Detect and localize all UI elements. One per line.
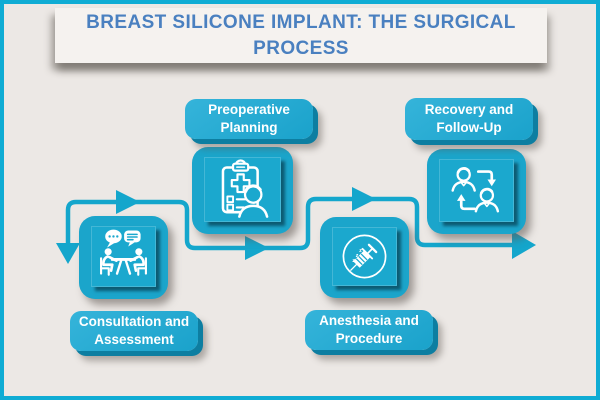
consultation-discussion-icon xyxy=(100,229,147,276)
step-label-anesthesia: Anesthesia and Procedure xyxy=(305,310,433,350)
icon-panel: z z z xyxy=(332,227,397,286)
step-tile-anesthesia: z z z xyxy=(320,217,409,298)
sleep-z-letter: z xyxy=(359,248,362,254)
step-label-preoperative: Preoperative Planning xyxy=(185,99,313,139)
flow-arrow-right-icon xyxy=(245,236,269,260)
step-label-consultation: Consultation and Assessment xyxy=(70,311,198,351)
step-label-line: Procedure xyxy=(335,331,403,346)
step-tile-consultation xyxy=(79,216,168,299)
step-label-recovery: Recovery and Follow-Up xyxy=(405,98,533,140)
icon-panel xyxy=(91,226,156,287)
sleep-z-letter: z xyxy=(352,258,355,264)
flow-arrow-right-icon xyxy=(352,187,376,211)
sleep-z-letter: z xyxy=(356,253,359,259)
step-tile-preoperative xyxy=(192,147,293,234)
flow-arrow-right-icon xyxy=(512,231,536,259)
patient-followup-cycle-icon xyxy=(451,167,500,213)
step-label-line: Anesthesia and xyxy=(319,313,419,328)
icon-panel xyxy=(204,157,281,222)
title-banner: BREAST SILICONE IMPLANT: THE SURGICAL PR… xyxy=(55,8,547,63)
icon-panel xyxy=(439,159,514,222)
page-title-line2: PROCESS xyxy=(253,37,349,59)
step-label-line: Assessment xyxy=(94,332,174,347)
step-label-line: Preoperative xyxy=(208,102,290,117)
step-label-line: Follow-Up xyxy=(436,120,502,135)
step-label-line: Consultation and xyxy=(78,314,190,329)
step-label-line: Planning xyxy=(220,120,278,135)
syringe-sleep-icon: z z z xyxy=(342,234,387,279)
flow-arrow-down-icon xyxy=(56,243,80,264)
step-label-line: Recovery and xyxy=(424,102,514,117)
flow-path xyxy=(65,196,514,251)
step-tile-recovery xyxy=(427,149,526,234)
clipboard-patient-icon xyxy=(221,159,269,218)
flow-arrow-right-icon xyxy=(116,190,140,214)
page-title-line1: BREAST SILICONE IMPLANT: THE SURGICAL xyxy=(86,11,516,33)
